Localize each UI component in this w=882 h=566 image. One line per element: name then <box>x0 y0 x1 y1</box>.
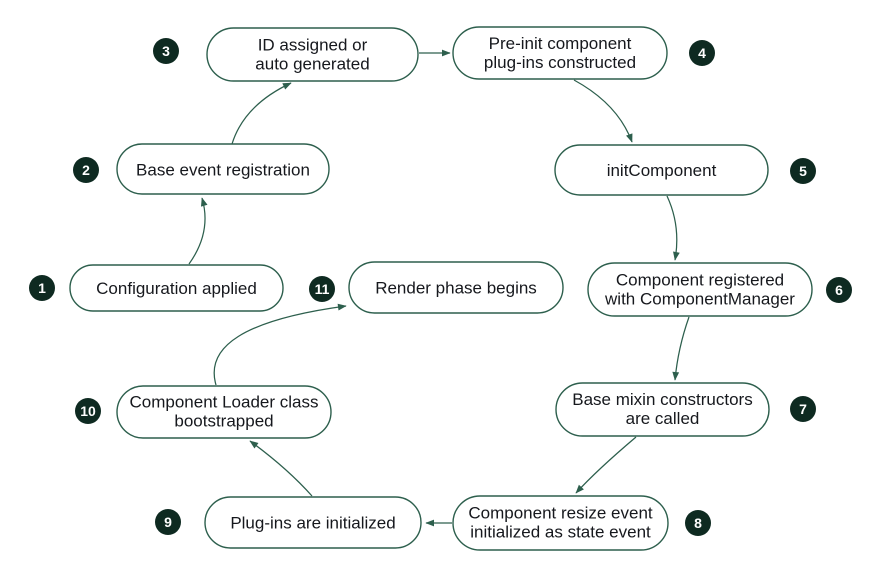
node-base-mixin-constructors: Base mixin constructors are called <box>555 382 770 437</box>
node-label-line-2: initialized as state event <box>470 523 651 542</box>
node-base-event-registration: Base event registration <box>116 143 330 195</box>
step-badge-5: 5 <box>790 158 816 184</box>
edge-2-3 <box>231 82 292 145</box>
node-label-line-1: ID assigned or <box>258 36 368 55</box>
badge-number: 11 <box>315 281 330 297</box>
node-resize-event: Component resize event initialized as st… <box>452 495 669 551</box>
node-shape <box>587 262 813 317</box>
node-initcomponent: initComponent <box>554 144 769 196</box>
step-badge-7: 7 <box>790 396 816 422</box>
node-shape <box>116 385 332 439</box>
node-shape <box>69 264 284 312</box>
badge-number: 6 <box>835 282 843 298</box>
badge-circle <box>29 275 55 301</box>
edge-9-10 <box>249 440 313 497</box>
node-label: Plug-ins are initialized <box>230 514 395 533</box>
node-shape <box>554 144 769 196</box>
edge-7-8 <box>575 436 637 494</box>
node-plugins-initialized: Plug-ins are initialized <box>204 496 422 549</box>
node-label-line-2: with ComponentManager <box>604 290 795 309</box>
step-badge-8: 8 <box>685 510 711 536</box>
badge-circle <box>689 40 715 66</box>
node-label-line-2: auto generated <box>255 55 369 74</box>
node-label-line-1: Component Loader class <box>129 393 318 412</box>
node-label-line-2: plug-ins constructed <box>484 53 636 72</box>
node-shape <box>452 26 668 80</box>
step-badge-3: 3 <box>153 38 179 64</box>
node-shape <box>116 143 330 195</box>
step-badge-10: 10 <box>75 398 101 424</box>
badge-circle <box>155 509 181 535</box>
node-shape <box>206 27 419 82</box>
node-label: Configuration applied <box>96 279 257 298</box>
step-badge-4: 4 <box>689 40 715 66</box>
badge-number: 1 <box>38 280 46 296</box>
edge-1-2 <box>188 197 208 265</box>
badge-circle <box>153 38 179 64</box>
node-label-line-1: Base mixin constructors <box>572 390 752 409</box>
badge-number: 9 <box>164 514 172 530</box>
edge-4-5 <box>573 79 633 143</box>
step-badge-6: 6 <box>826 277 852 303</box>
node-label-line-1: Pre-init component <box>489 34 632 53</box>
badge-circle <box>790 396 816 422</box>
step-badge-11: 11 <box>309 276 335 302</box>
step-badge-1: 1 <box>29 275 55 301</box>
node-configuration-applied: Configuration applied <box>69 264 284 312</box>
step-badge-9: 9 <box>155 509 181 535</box>
node-preinit-plugins: Pre-init component plug-ins constructed <box>452 26 668 80</box>
edges <box>188 49 690 527</box>
badge-number: 5 <box>799 163 807 179</box>
node-component-registered: Component registered with ComponentManag… <box>587 262 813 317</box>
node-label: Base event registration <box>136 161 310 180</box>
badge-circle <box>826 277 852 303</box>
badge-number: 8 <box>694 515 702 531</box>
edge-10-11 <box>213 303 347 386</box>
badge-number: 4 <box>698 45 706 61</box>
node-component-loader: Component Loader class bootstrapped <box>116 385 332 439</box>
node-label-line-1: Component registered <box>616 271 784 290</box>
badge-number: 10 <box>80 403 96 419</box>
node-id-assigned: ID assigned or auto generated <box>206 27 419 82</box>
badge-circle <box>73 157 99 183</box>
step-badge-2: 2 <box>73 157 99 183</box>
node-label-line-2: bootstrapped <box>174 412 273 431</box>
badge-circle <box>75 398 101 424</box>
node-shape <box>555 382 770 437</box>
edge-6-7 <box>672 316 690 381</box>
badge-circle <box>309 276 335 302</box>
node-label: initComponent <box>607 161 717 180</box>
node-label-line-2: are called <box>626 409 700 428</box>
badge-number: 3 <box>162 43 170 59</box>
edge-5-6 <box>666 195 680 261</box>
badge-circle <box>685 510 711 536</box>
badge-number: 7 <box>799 401 807 417</box>
node-shape <box>204 496 422 549</box>
node-label-line-1: Component resize event <box>468 504 653 523</box>
badge-number: 2 <box>82 162 90 178</box>
node-shape <box>452 495 669 551</box>
node-label: Render phase begins <box>375 279 537 298</box>
node-render-phase: Render phase begins <box>348 261 564 314</box>
badge-circle <box>790 158 816 184</box>
node-shape <box>348 261 564 314</box>
